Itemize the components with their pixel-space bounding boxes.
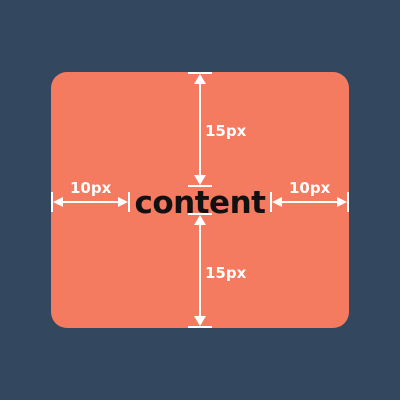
padding-right-arrow [270,192,349,212]
padding-top-arrow [188,72,212,187]
padding-top-label: 15px [205,122,247,140]
padding-left-arrow [51,192,130,212]
padding-bottom-label: 15px [205,264,247,282]
padding-right-label: 10px [289,179,331,197]
content-label: content [135,185,267,221]
padding-box [51,72,349,328]
padding-left-label: 10px [70,179,112,197]
padding-bottom-arrow [188,213,212,328]
